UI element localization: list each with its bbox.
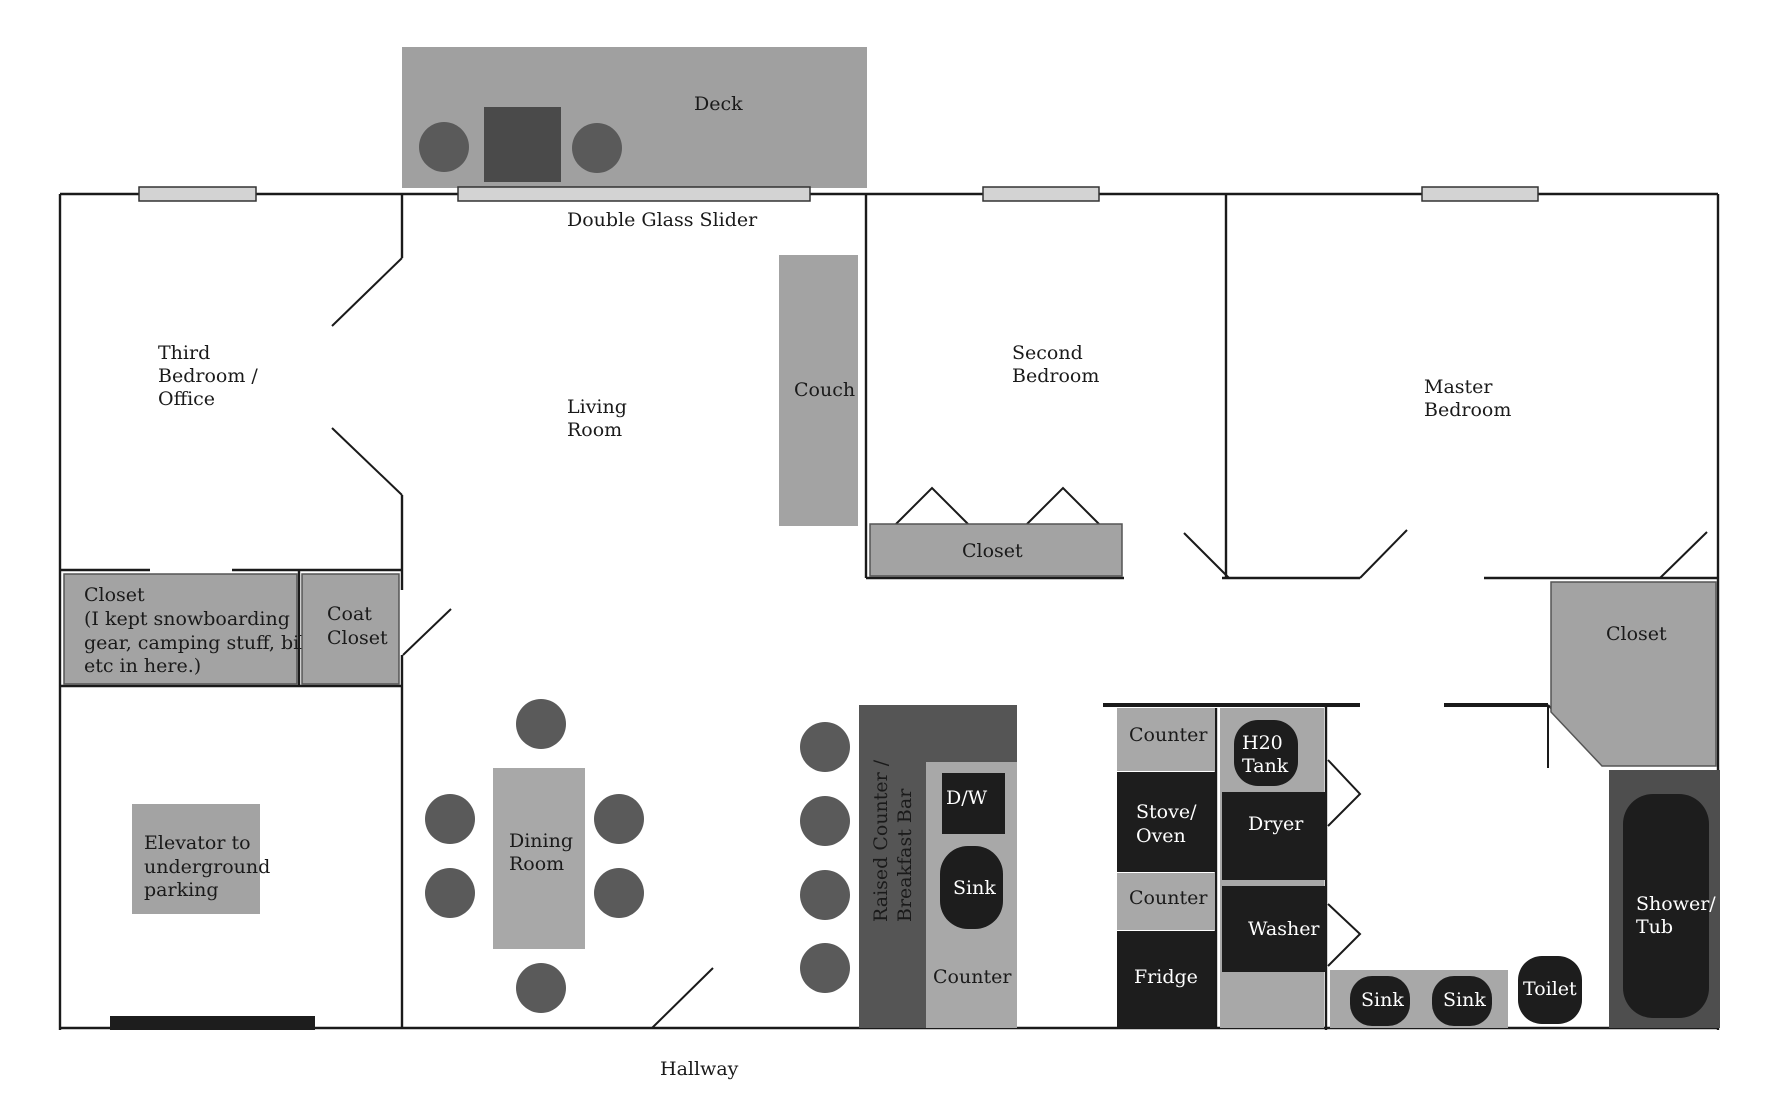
dishwasher	[942, 773, 1005, 834]
kitchen-appliances: Counter Stove/ Oven Counter Fridge	[1117, 708, 1215, 1028]
stove-oven-label-line2: Oven	[1136, 825, 1186, 847]
master-closet	[1550, 581, 1717, 767]
h2o-tank-label-line2: Tank	[1242, 755, 1289, 777]
toilet	[1518, 956, 1582, 1024]
dining-chair	[594, 868, 644, 918]
storage-closet-label-line4: etc in here.)	[84, 655, 201, 677]
living-room-label-line1: Living	[567, 396, 627, 418]
h2o-tank	[1234, 720, 1298, 786]
double-glass-slider	[457, 186, 811, 202]
second-bedroom: Second Bedroom Closet	[869, 342, 1123, 577]
bath-sink-2-label: Sink	[1443, 989, 1486, 1011]
bathroom: Sink Sink Toilet Shower/ Tub	[1330, 770, 1720, 1028]
washer	[1222, 886, 1326, 972]
counter-middle-label: Counter	[1129, 887, 1208, 909]
second-bedroom-closet-label: Closet	[962, 540, 1023, 562]
dining-chair	[425, 868, 475, 918]
elevator-label-line3: parking	[144, 879, 219, 901]
hallway-label: Hallway	[660, 1058, 739, 1080]
coat-closet-label-line2: Closet	[327, 627, 388, 649]
deck-label: Deck	[694, 93, 743, 115]
counter-bottom-label: Counter	[933, 966, 1012, 988]
toilet-label: Toilet	[1523, 978, 1577, 1000]
laundry: H20 Tank Dryer Washer	[1220, 708, 1326, 1028]
window	[982, 186, 1100, 202]
bar-stool	[800, 796, 850, 846]
deck: Deck	[402, 47, 867, 188]
second-bedroom-label-line1: Second	[1012, 342, 1083, 364]
kitchen-sink-label: Sink	[953, 877, 996, 899]
h2o-tank-label-line1: H20	[1242, 732, 1283, 754]
elevator-label-line2: underground	[144, 856, 270, 878]
bar-stool	[800, 870, 850, 920]
bar-stool	[800, 722, 850, 772]
breakfast-bar: Raised Counter / Breakfast Bar D/W Sink …	[800, 705, 1017, 1028]
dining-room-label-line2: Room	[509, 853, 564, 875]
deck-area	[402, 47, 867, 188]
third-bedroom-label-line3: Office	[158, 388, 215, 410]
couch-label: Couch	[794, 379, 855, 401]
coat-closet: Coat Closet	[301, 573, 400, 685]
window	[138, 186, 257, 202]
bath-sink	[1350, 976, 1410, 1026]
storage-closet-label-line2: (I kept snowboarding	[84, 608, 290, 630]
doors	[331, 257, 1708, 1029]
entry-threshold	[110, 1016, 315, 1030]
bath-sink-1-label: Sink	[1361, 989, 1404, 1011]
raised-counter-label-line2: Breakfast Bar	[894, 788, 916, 922]
dining-room: Dining Room	[425, 699, 644, 1013]
master-closet-label: Closet	[1606, 623, 1667, 645]
coat-closet-label-line1: Coat	[327, 603, 372, 625]
washer-label: Washer	[1248, 918, 1320, 940]
dryer-label: Dryer	[1248, 813, 1304, 835]
elevator-label-line1: Elevator to	[144, 832, 251, 854]
storage-closet-label-line1: Closet	[84, 584, 145, 606]
storage-closet-label-line3: gear, camping stuff, bike,	[84, 632, 328, 654]
raised-counter-label-line1: Raised Counter /	[870, 759, 892, 922]
storage-closet: Closet (I kept snowboarding gear, campin…	[63, 573, 328, 685]
deck-chair	[419, 122, 469, 172]
dining-room-label-line1: Dining	[509, 830, 573, 852]
couch: Couch	[779, 255, 858, 526]
master-bedroom: Master Bedroom Closet	[1424, 376, 1717, 767]
dining-chair	[516, 699, 566, 749]
shower-tub-label-line1: Shower/	[1636, 893, 1716, 915]
dining-chair	[516, 963, 566, 1013]
dining-chair	[594, 794, 644, 844]
master-bedroom-label-line1: Master	[1424, 376, 1493, 398]
dishwasher-label: D/W	[946, 787, 988, 809]
walls	[58, 192, 1720, 1030]
dining-table	[493, 768, 585, 949]
fridge	[1117, 931, 1215, 1028]
elevator: Elevator to underground parking	[132, 804, 270, 914]
stove-oven	[1117, 772, 1215, 872]
counter-top	[1117, 708, 1215, 771]
second-bedroom-label-line2: Bedroom	[1012, 365, 1099, 387]
dining-chair	[425, 794, 475, 844]
second-bedroom-closet	[869, 523, 1123, 577]
double-glass-slider-label: Double Glass Slider	[567, 209, 758, 231]
fridge-label: Fridge	[1134, 966, 1198, 988]
dryer	[1222, 792, 1326, 880]
shower-tub	[1623, 794, 1709, 1018]
deck-table	[484, 107, 561, 182]
window	[1421, 186, 1539, 202]
master-bedroom-label-line2: Bedroom	[1424, 399, 1511, 421]
windows	[138, 186, 1539, 202]
living-room-label-line2: Room	[567, 419, 622, 441]
bar-stool	[800, 943, 850, 993]
stove-oven-label-line1: Stove/	[1136, 801, 1197, 823]
shower-tub-label-line2: Tub	[1636, 916, 1673, 938]
deck-chair	[572, 123, 622, 173]
third-bedroom: Third Bedroom / Office	[158, 342, 258, 410]
third-bedroom-label-line1: Third	[158, 342, 210, 364]
third-bedroom-label-line2: Bedroom /	[158, 365, 258, 387]
kitchen-sink	[940, 846, 1003, 929]
counter-middle	[1117, 873, 1215, 930]
counter-top-label: Counter	[1129, 724, 1208, 746]
bath-sink	[1432, 976, 1492, 1026]
